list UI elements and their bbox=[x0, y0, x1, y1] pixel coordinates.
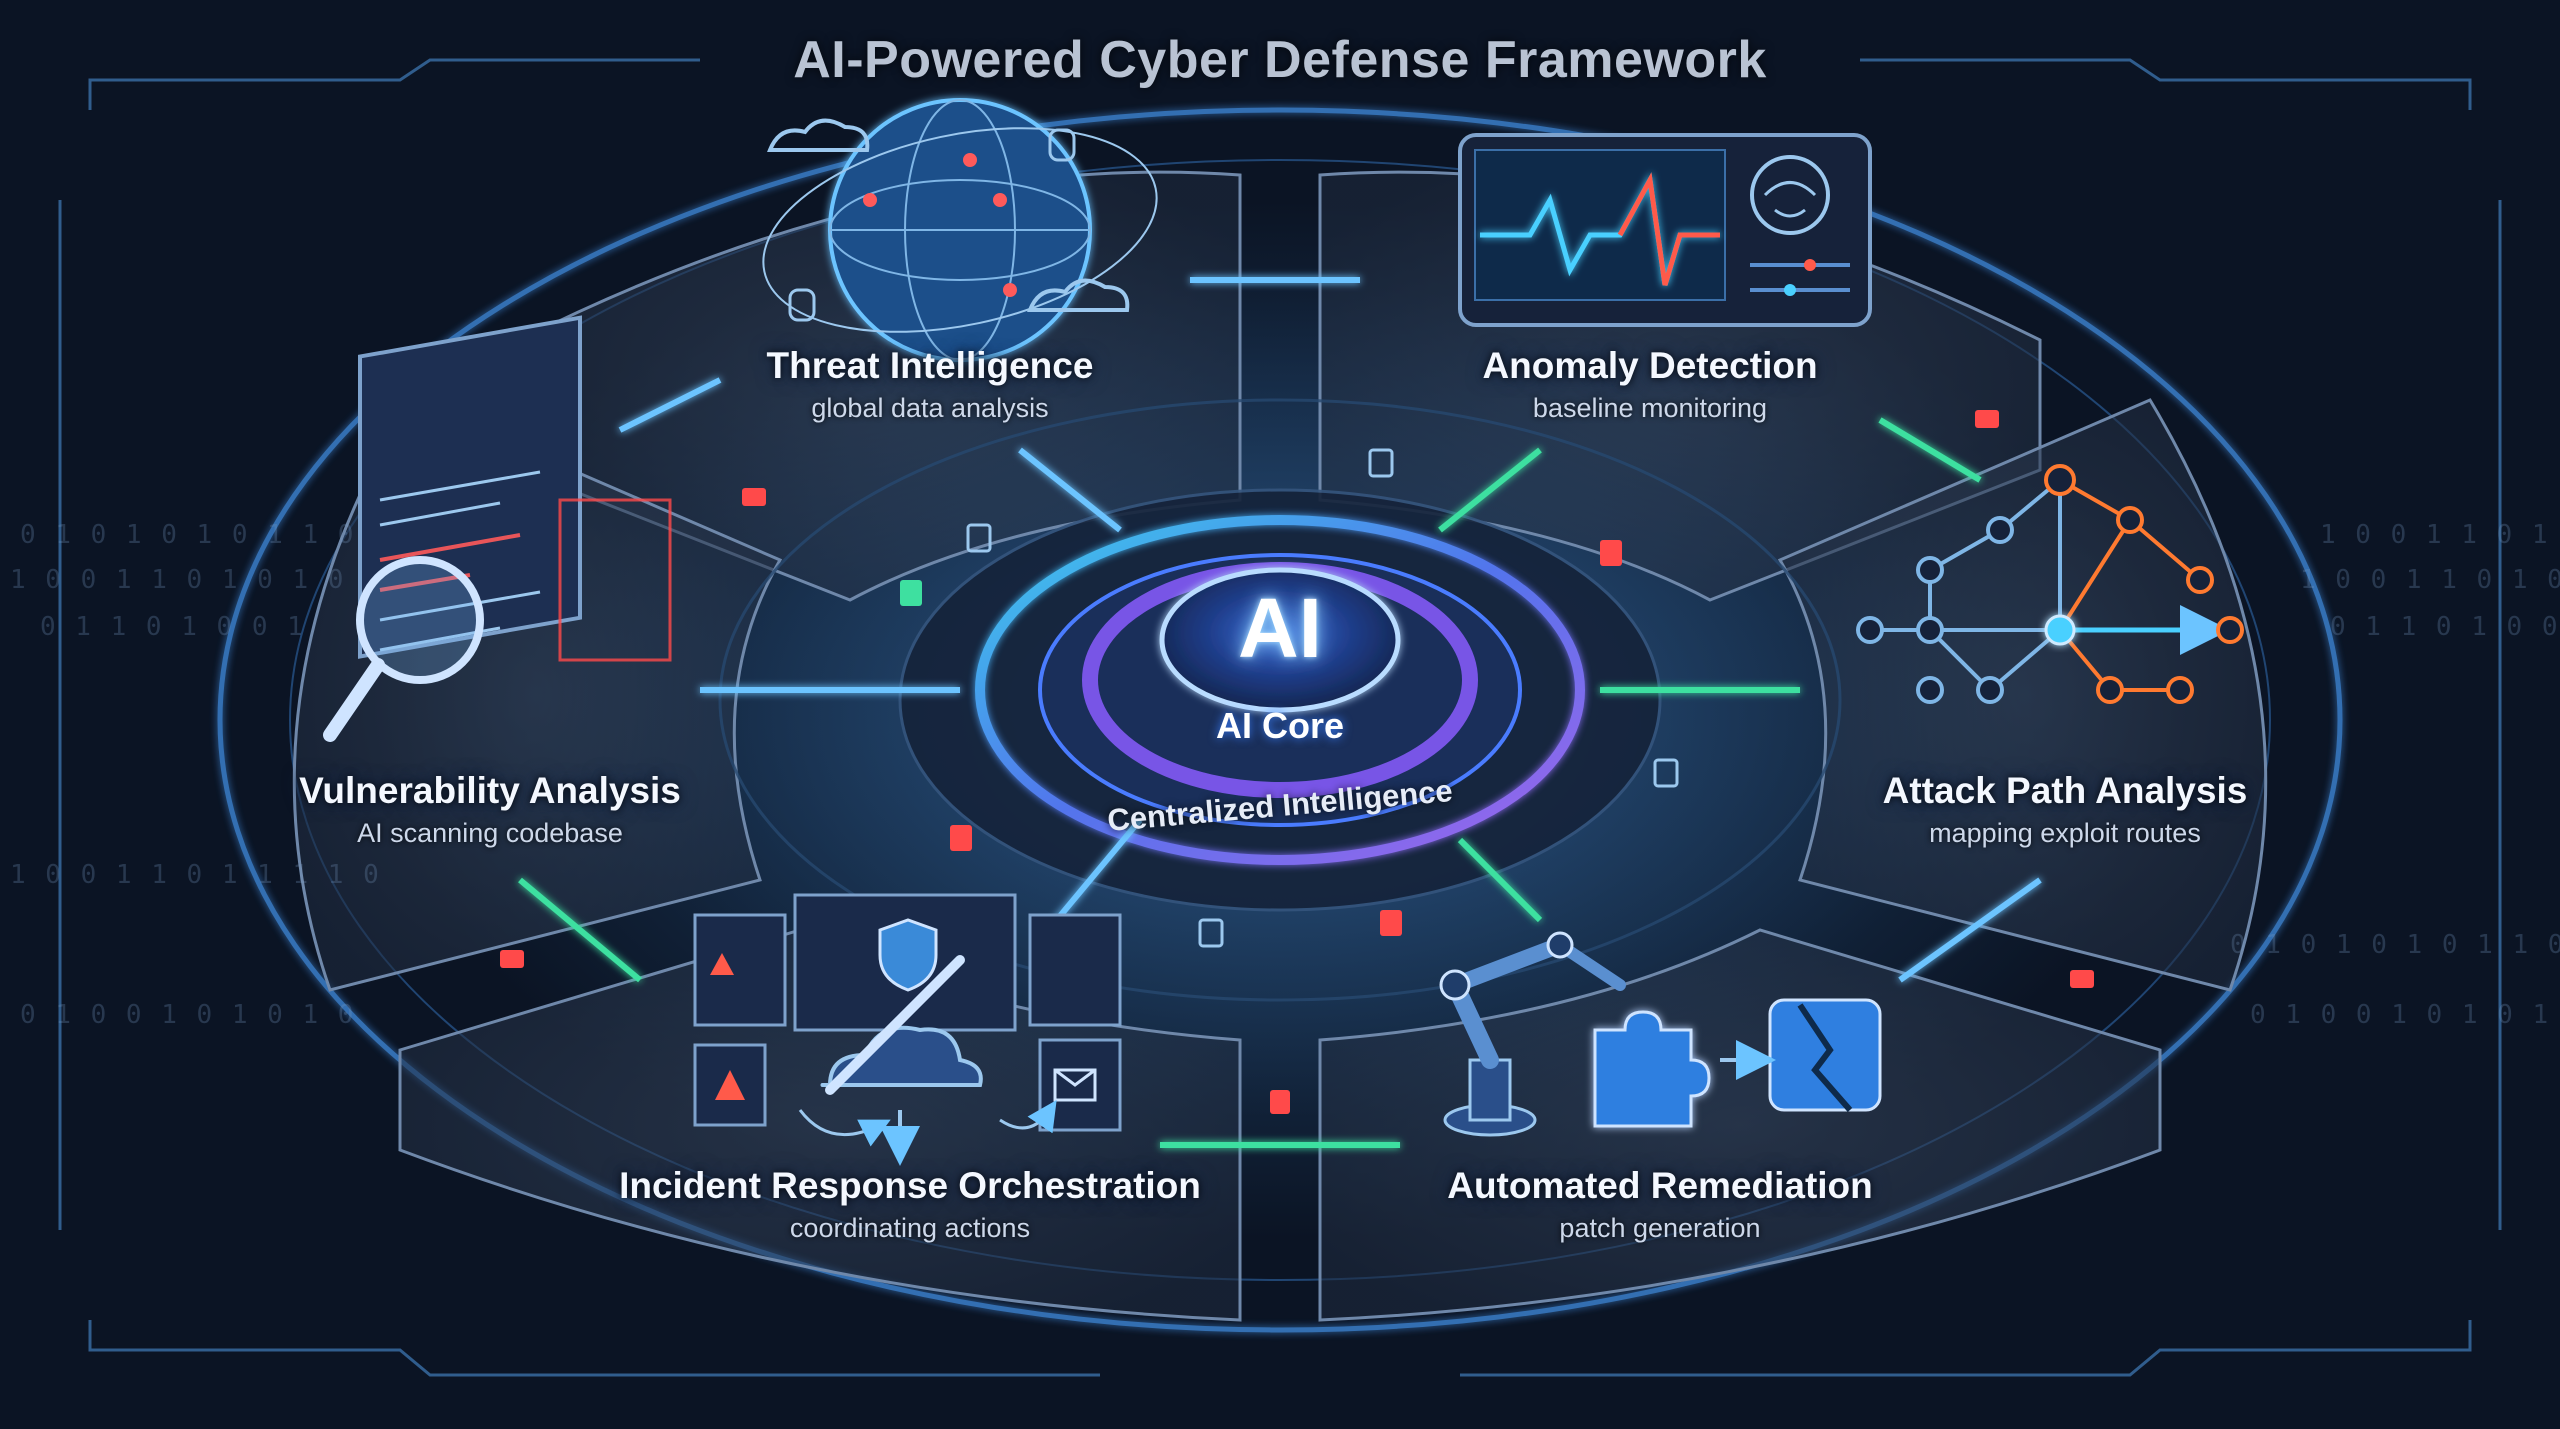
module-subtitle: AI scanning codebase bbox=[357, 818, 623, 848]
module-subtitle: patch generation bbox=[1559, 1213, 1761, 1243]
module-title: Vulnerability Analysis bbox=[299, 770, 681, 811]
magnifier-code-icon bbox=[323, 315, 672, 742]
binary-texture-left: 0 1 0 0 1 0 1 0 1 0 bbox=[20, 1000, 356, 1030]
module-incident-response: Incident Response Orchestration coordina… bbox=[560, 1165, 1260, 1244]
circuit-frame bbox=[58, 58, 2502, 1377]
panel-automated-remediation bbox=[1318, 928, 2162, 1322]
module-title: Attack Path Analysis bbox=[1882, 770, 2248, 811]
module-title: Threat Intelligence bbox=[766, 345, 1094, 386]
binary-texture-left: 0 1 1 0 1 0 0 1 bbox=[40, 612, 305, 642]
binary-texture-left: 0 1 0 1 0 1 0 1 1 0 bbox=[20, 520, 356, 550]
module-automated-remediation: Automated Remediation patch generation bbox=[1380, 1165, 1940, 1244]
heartbeat-monitor-icon bbox=[1458, 133, 1872, 327]
binary-texture-left: 1 0 0 1 1 0 1 1 1 1 0 bbox=[10, 860, 381, 890]
page-title: AI-Powered Cyber Defense Framework bbox=[793, 31, 1767, 89]
module-vulnerability-analysis: Vulnerability Analysis AI scanning codeb… bbox=[240, 770, 740, 849]
module-anomaly-detection: Anomaly Detection baseline monitoring bbox=[1400, 345, 1900, 424]
outer-orbit-ring bbox=[217, 107, 2343, 1333]
data-packets bbox=[500, 410, 2094, 1114]
binary-texture-right: 1 0 0 1 1 0 1 1 0 bbox=[2320, 520, 2560, 550]
ai-core-hub bbox=[975, 515, 1585, 865]
module-subtitle: global data analysis bbox=[811, 393, 1049, 423]
module-threat-intelligence: Threat Intelligence global data analysis bbox=[680, 345, 1180, 424]
panel-attack-path-analysis bbox=[1777, 398, 2268, 992]
cloud-dashboard-icon bbox=[693, 893, 1122, 1166]
node-graph-icon bbox=[1856, 464, 2244, 704]
module-subtitle: mapping exploit routes bbox=[1929, 818, 2201, 848]
ai-core-title: AI Core bbox=[1215, 705, 1345, 746]
robot-arm-puzzle-icon bbox=[1439, 931, 1882, 1137]
globe-network-icon bbox=[762, 98, 1158, 362]
module-title: Anomaly Detection bbox=[1482, 345, 1818, 386]
binary-texture-right: 1 0 0 1 1 0 1 0 1 0 bbox=[2300, 565, 2560, 595]
binary-texture-right: 0 1 0 1 0 1 0 1 1 0 bbox=[2230, 930, 2560, 960]
module-attack-path-analysis: Attack Path Analysis mapping exploit rou… bbox=[1815, 770, 2315, 849]
ai-core-badge: AI bbox=[1238, 581, 1322, 675]
module-title: Incident Response Orchestration bbox=[619, 1165, 1201, 1206]
binary-texture-left: 1 0 0 1 1 0 1 0 1 0 bbox=[10, 565, 346, 595]
module-title: Automated Remediation bbox=[1447, 1165, 1873, 1206]
module-subtitle: coordinating actions bbox=[789, 1213, 1031, 1243]
binary-texture-right: 0 1 1 0 1 0 0 1 bbox=[2330, 612, 2560, 642]
binary-texture-right: 0 1 0 0 1 0 1 0 1 0 bbox=[2250, 1000, 2560, 1030]
module-subtitle: baseline monitoring bbox=[1532, 393, 1768, 423]
